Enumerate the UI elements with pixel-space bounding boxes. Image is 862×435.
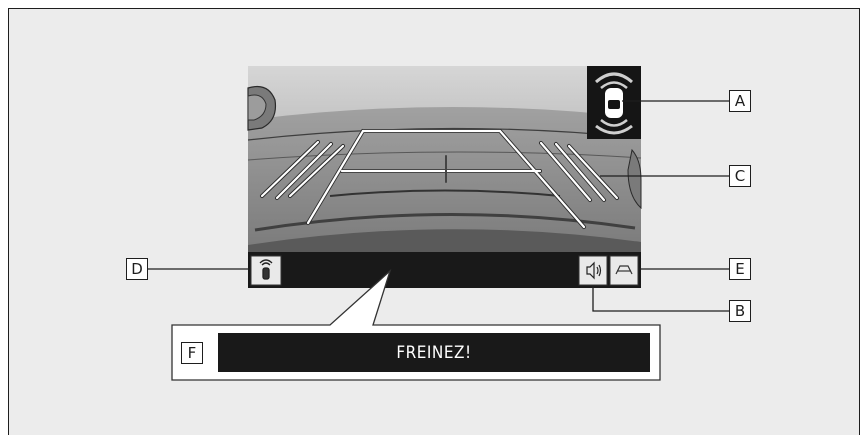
callout-label-c: C xyxy=(729,165,751,187)
callout-label-a: A xyxy=(729,90,751,112)
clearance-sonar-panel xyxy=(587,66,641,139)
warning-banner-text: FREINEZ! xyxy=(218,333,650,372)
sound-button[interactable] xyxy=(579,256,607,285)
callout-label-d: D xyxy=(126,258,148,280)
callout-label-f: F xyxy=(181,342,203,364)
sonar-toggle-button[interactable] xyxy=(251,256,281,285)
callout-label-e: E xyxy=(729,258,751,280)
callout-label-b: B xyxy=(729,300,751,322)
guide-line-button[interactable] xyxy=(610,256,638,285)
